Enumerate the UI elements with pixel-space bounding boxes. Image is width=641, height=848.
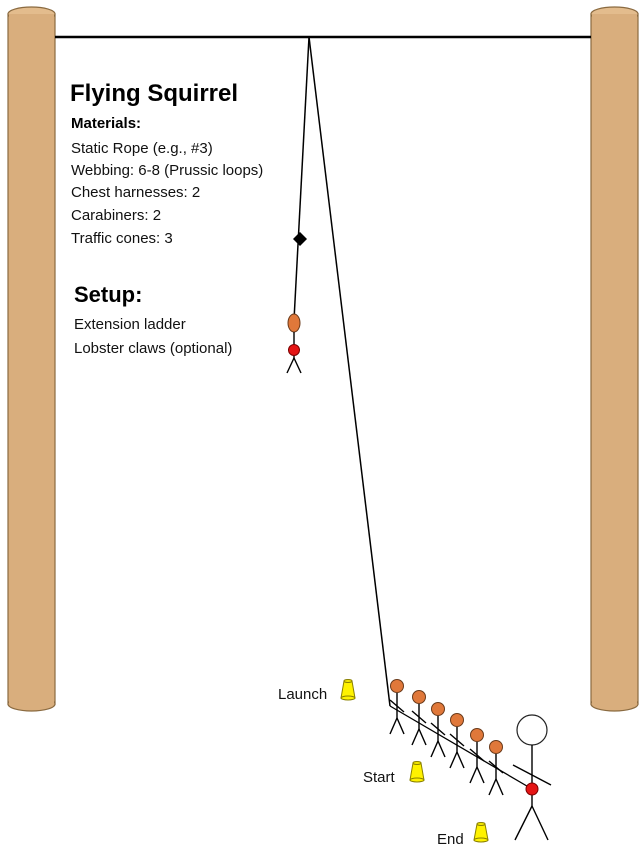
start-cone [409,761,425,783]
end-cone [473,822,489,843]
puller-figure [430,702,446,758]
puller-line [389,705,533,790]
start-label: Start [363,769,396,786]
left-pole [7,6,56,712]
right-pole [590,6,639,712]
launch-label: Launch [278,686,327,703]
puller-figure [469,728,485,784]
materials-item: Chest harnesses: 2 [71,184,200,201]
flyer-rope [293,36,310,321]
puller-figure [411,690,427,746]
setup-item: Extension ladder [74,316,186,333]
materials-item: Traffic cones: 3 [71,230,173,247]
pull-rope [308,36,391,707]
materials-item: Static Rope (e.g., #3) [71,140,213,157]
flyer-figure [286,313,302,374]
puller-figure [449,713,465,769]
setup-heading: Setup: [74,282,142,307]
materials-item: Carabiners: 2 [71,207,161,224]
launch-cone [340,679,356,701]
materials-heading: Materials: [71,115,141,132]
puller-figure [389,679,405,735]
setup-item: Lobster claws (optional) [74,340,232,357]
knot-marker [293,232,307,246]
end-label: End [437,831,464,848]
page-title: Flying Squirrel [70,80,238,107]
puller-figure [488,740,504,796]
large-figure [512,714,552,841]
materials-item: Webbing: 6-8 (Prussic loops) [71,162,263,179]
